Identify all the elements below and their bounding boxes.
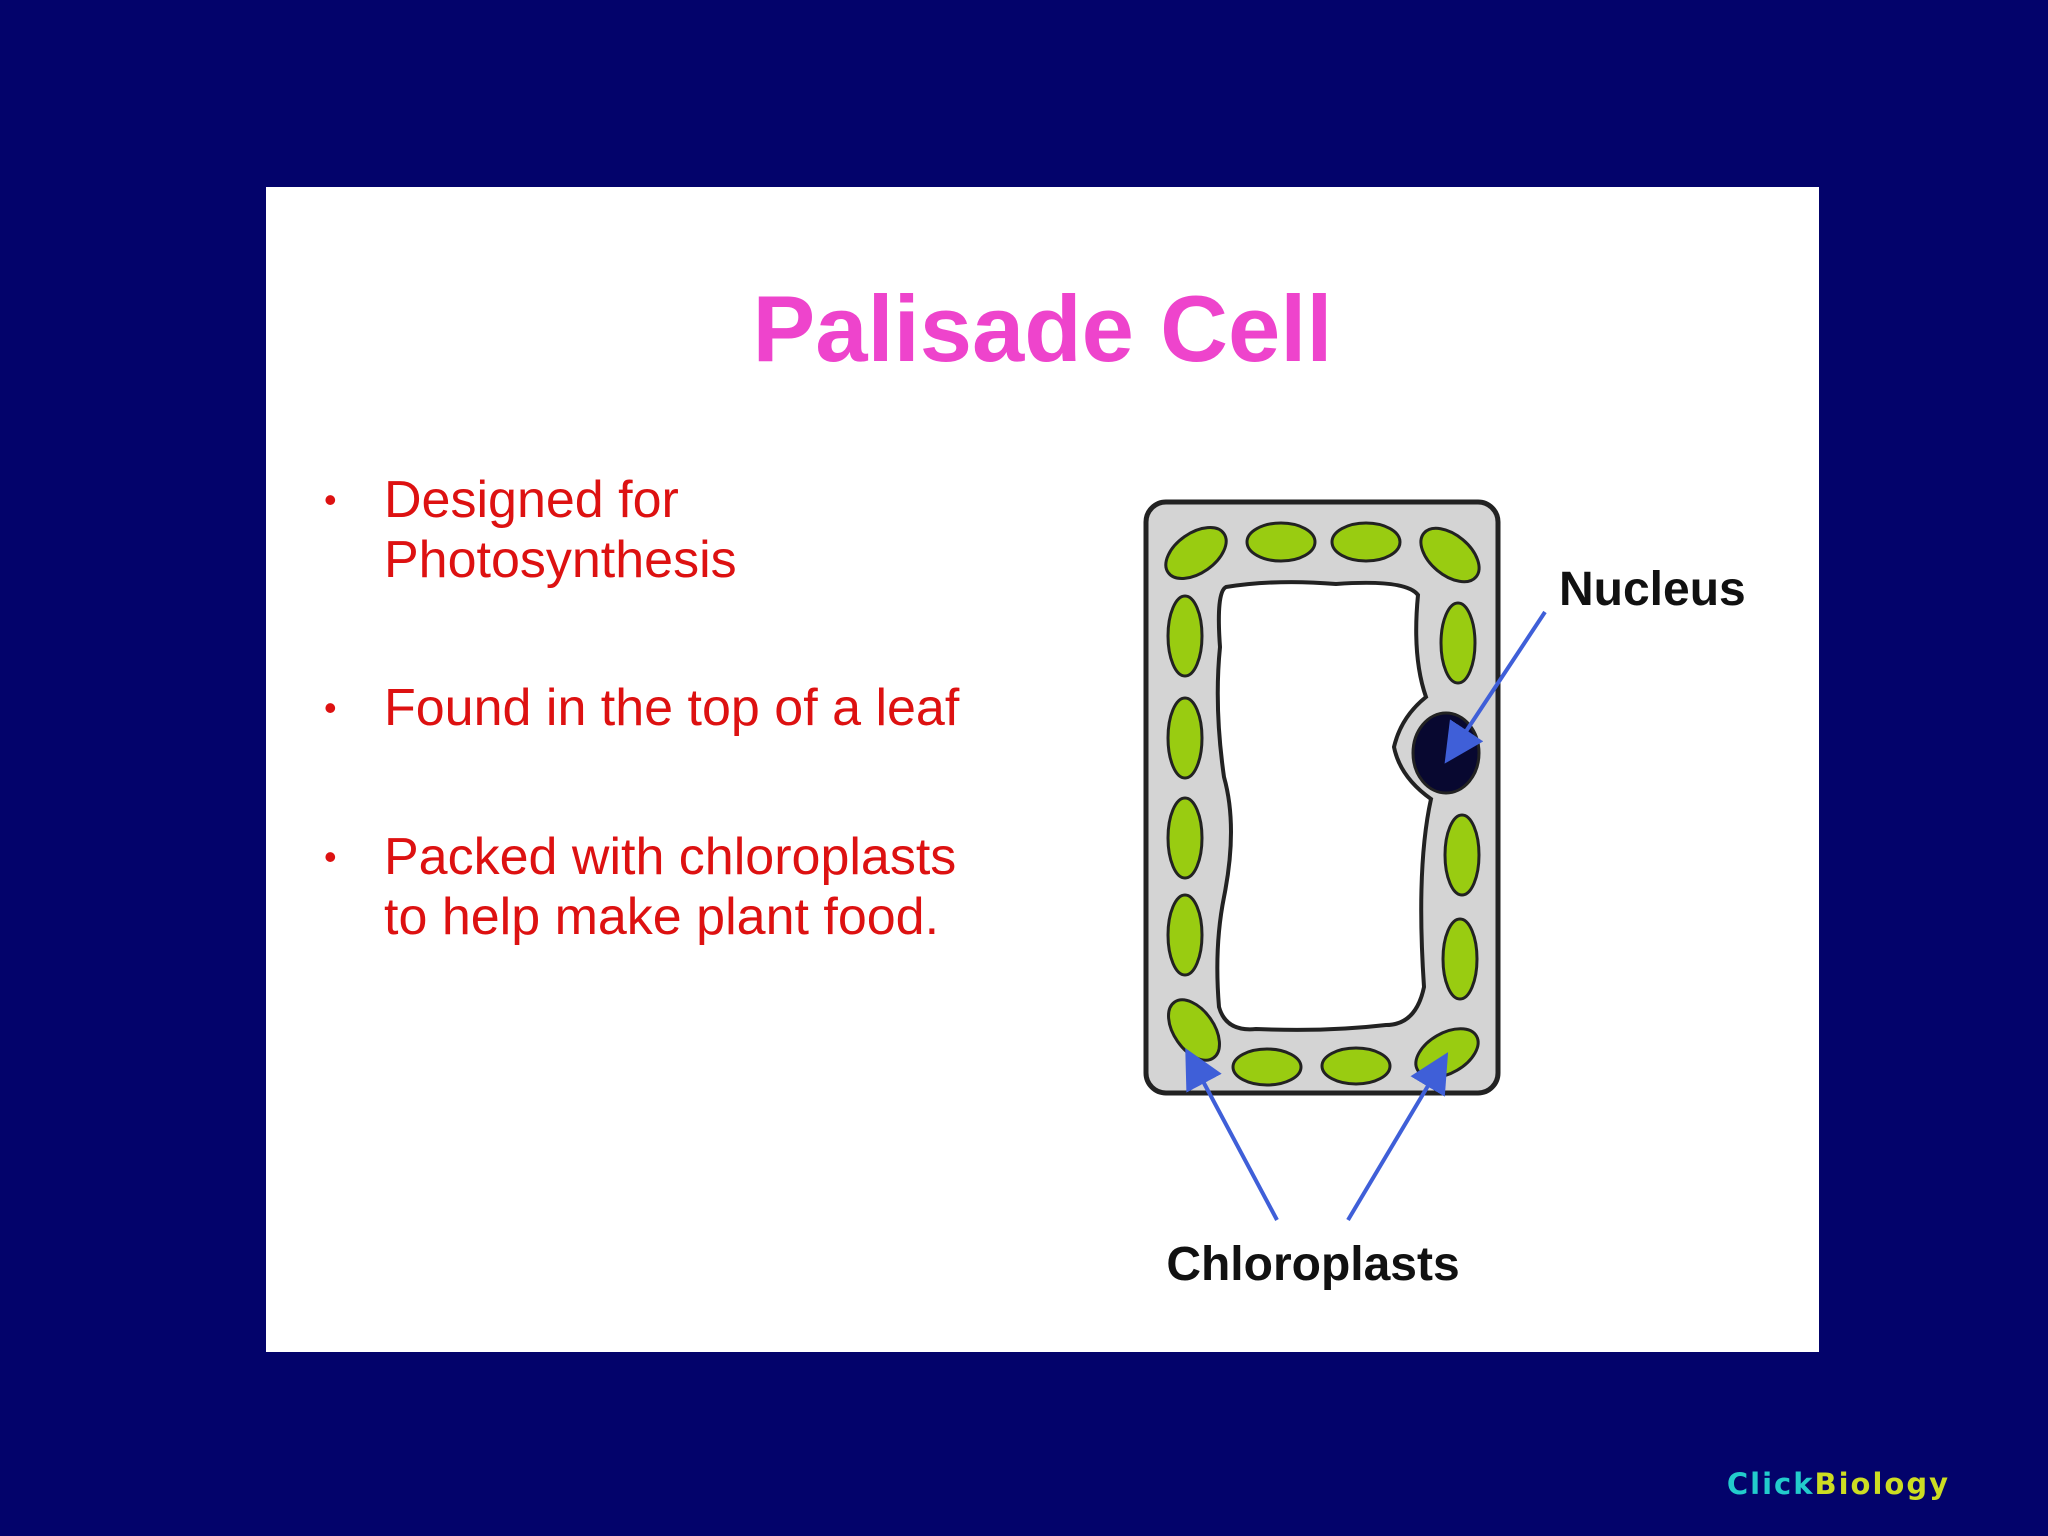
chloroplast-arrow-right [1346, 1052, 1449, 1222]
nucleus [1411, 711, 1481, 795]
bullet-dot-icon: • [324, 836, 337, 877]
chloroplast [1231, 1047, 1303, 1087]
chloroplast-group [1164, 521, 1481, 1087]
chloroplast [1439, 601, 1477, 685]
chloroplasts-label: Chloroplasts [1166, 1238, 1459, 1291]
bullet-line: Designed for [384, 471, 679, 529]
bullet-dot-icon: • [324, 479, 337, 520]
chloroplast [1166, 796, 1204, 880]
chloroplast-arrow-left [1185, 1047, 1279, 1221]
bullet-line: Photosynthesis [384, 531, 737, 589]
bullet-dot-icon: • [324, 687, 337, 728]
bullet-text: Designed for Photosynthesis [384, 470, 1064, 590]
bullet-line: Found in the top of a leaf [384, 679, 960, 737]
chloroplast [1330, 521, 1402, 563]
nucleus-label: Nucleus [1559, 563, 1746, 616]
vacuole [1215, 580, 1434, 1032]
bullet-text: Found in the top of a leaf [384, 678, 1064, 738]
chloroplast [1166, 594, 1204, 678]
brand-part-click: Click [1726, 1467, 1815, 1501]
brand-logo: ClickBiology [1727, 1470, 1950, 1499]
chloroplast [1245, 521, 1317, 563]
chloroplast [1164, 526, 1228, 580]
bullet-line: to help make plant food. [384, 888, 940, 946]
brand-part-biology: Biology [1814, 1467, 1950, 1501]
chloroplast [1419, 526, 1481, 584]
chloroplast [1414, 1027, 1480, 1079]
chloroplast [1320, 1046, 1392, 1086]
bullet-line: Packed with chloroplasts [384, 828, 957, 886]
chloroplast [1441, 917, 1479, 1001]
nucleus-arrow [1444, 610, 1547, 764]
chloroplast [1167, 998, 1221, 1062]
slide-card: Palisade Cell • Designed for Photosynthe… [266, 187, 1819, 1352]
chloroplast [1443, 813, 1481, 897]
cell-wall [1143, 499, 1501, 1096]
chloroplast [1166, 893, 1204, 977]
bullet-text: Packed with chloroplasts to help make pl… [384, 827, 1064, 947]
chloroplast [1166, 696, 1204, 780]
slide-title: Palisade Cell [752, 276, 1333, 381]
